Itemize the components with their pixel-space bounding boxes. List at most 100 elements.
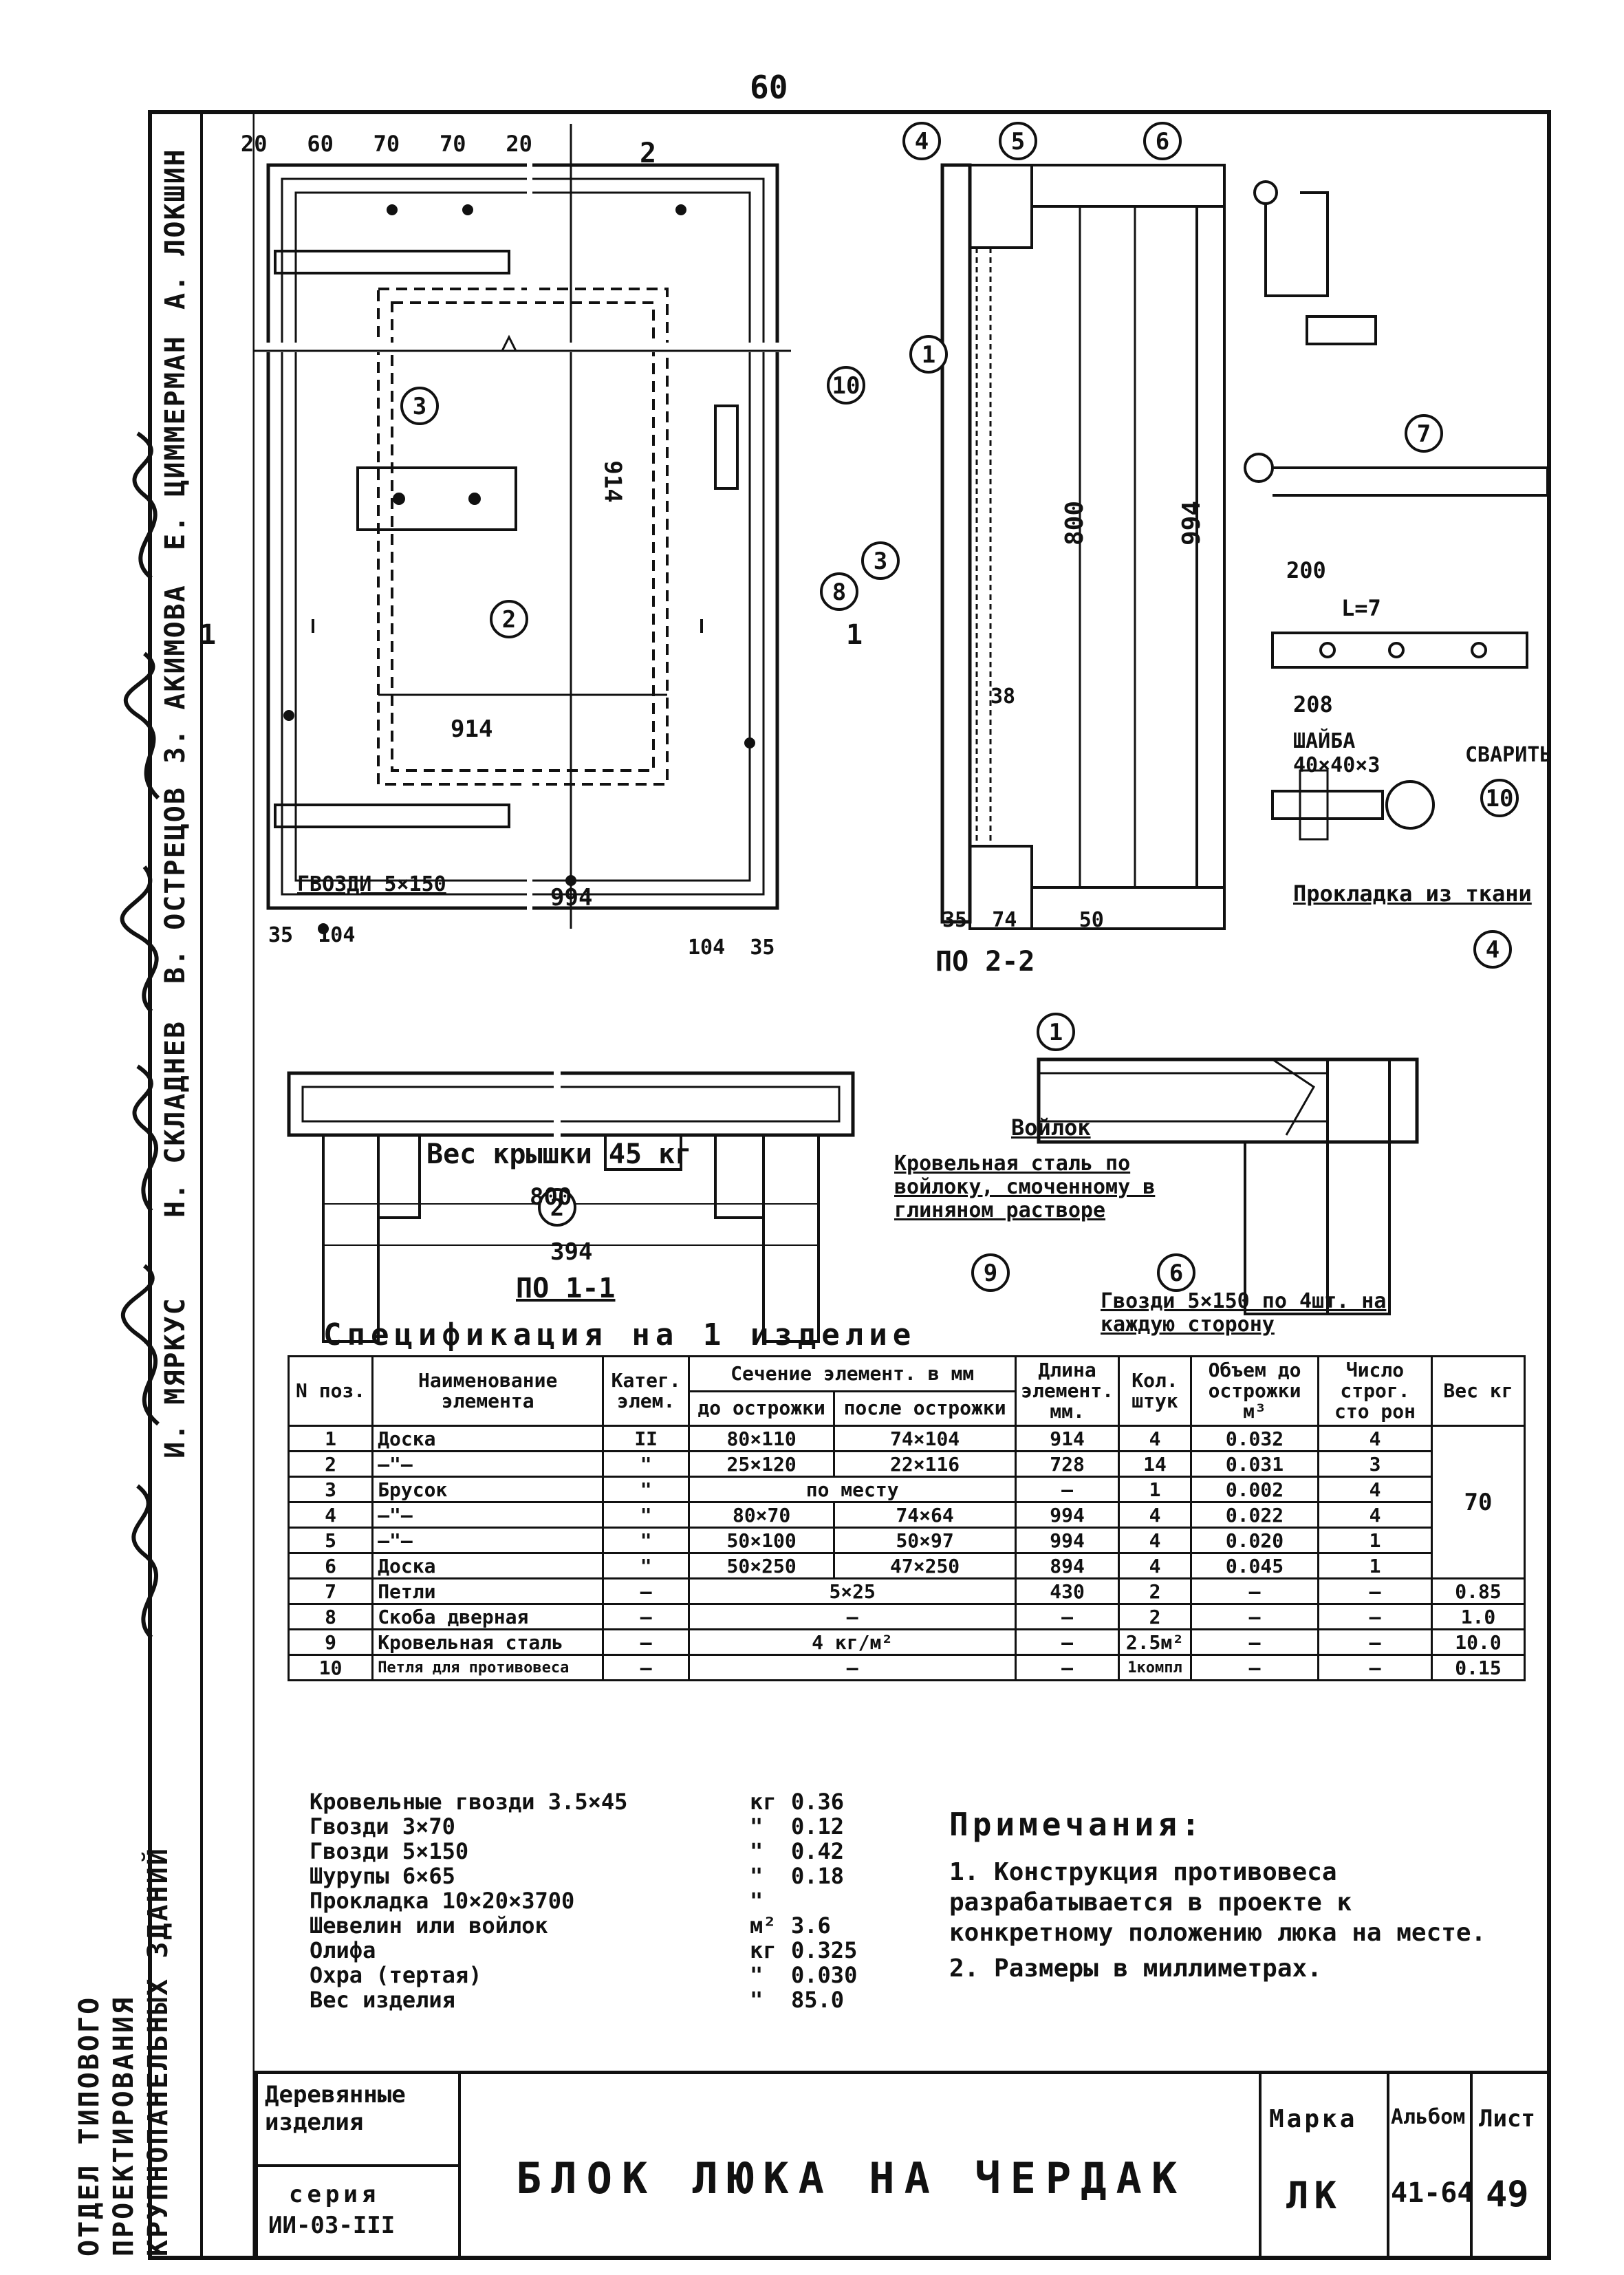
callout-6: 6 [1156,128,1169,155]
roof-steel-note: Кровельная сталь по войлоку, смоченному … [894,1152,1156,1222]
cell-qty: 2 [1118,1577,1192,1605]
section-1-1-title: ПО 1-1 [516,1273,616,1304]
cell-qty: 14 [1118,1450,1192,1478]
tb-sheet: 49 [1486,2174,1529,2215]
mat-name: Шурупы 6×65 [310,1863,455,1889]
name-lokshin: А. ЛОКШИН [160,148,191,310]
cell-name: —"— [371,1501,605,1529]
table-row: 5 —"— " 50×100 50×97 994 4 0.020 1 [287,1527,1525,1554]
cell-n: 3 [287,1476,374,1503]
cell-vol: 0.020 [1190,1527,1319,1554]
cell-len: 914 [1015,1425,1120,1452]
cell-before: 50×250 [688,1552,836,1579]
handwritten-signatures [120,431,160,1639]
cell-sides: — [1317,1628,1433,1656]
cell-vol: 0.031 [1190,1450,1319,1478]
spec-table: N поз. Наименование элемента Катег. элем… [287,1355,1526,1681]
cell-vol: — [1190,1628,1319,1656]
cell-sides: 1 [1317,1527,1433,1554]
org-name: ОТДЕЛ ТИПОВОГО ПРОЕКТИРОВАНИЯ КРУПНОПАНЕ… [72,1637,175,2256]
dim-top-2: 60 [307,131,334,157]
list-item: Шурупы 6×65"0.18 [310,1863,844,1889]
dim-top-3: 70 [373,131,400,157]
cell-cat: — [602,1654,691,1681]
mat-name: Шевелин или войлок [310,1912,548,1939]
list-item: Прокладка 10×20×3700" [310,1888,763,1914]
cell-weight-group: 70 [1431,1425,1526,1579]
cell-before: по месту [688,1476,1017,1503]
dim-914-h: 914 [451,715,493,743]
callout-1b: 1 [1049,1019,1063,1046]
cell-len: — [1015,1476,1120,1503]
cell-cat: " [602,1476,691,1503]
cell-len: 430 [1015,1577,1120,1605]
cell-name: —"— [371,1450,605,1478]
callout-5: 5 [1011,128,1025,155]
mat-unit: " [750,1888,764,1914]
cell-len: 728 [1015,1450,1120,1478]
cell-before: 50×100 [688,1527,836,1554]
cell-cat: II [602,1425,691,1452]
callout-4b: 4 [1486,936,1500,964]
s11-dim-104b: 104 [688,936,726,960]
cell-qty: 2 [1118,1603,1192,1630]
cell-qty: 1компл [1118,1654,1192,1681]
col-section: Сечение элемент. в мм [688,1355,1017,1392]
callout-7c: 7 [1417,420,1431,448]
cell-qty: 4 [1118,1425,1192,1452]
list-item: Охра (тертая)"0.030 [310,1962,857,1988]
mat-name: Олифа [310,1937,376,1963]
callout-8: 8 [832,579,846,606]
dim-top-1: 20 [241,131,268,157]
mat-unit: " [750,1863,764,1889]
lid-weight-label: Вес крышки 45 кг [426,1139,692,1170]
cell-len: 994 [1015,1527,1120,1554]
cell-n: 4 [287,1501,374,1529]
mat-name: Кровельные гвозди 3.5×45 [310,1789,628,1815]
col-before: до острожки [688,1390,836,1427]
tb-mark: ЛК [1286,2174,1343,2217]
section-mark-1-right: 1 [846,619,863,651]
s11-dim-104: 104 [318,923,356,947]
table-row: 1 Доска II 80×110 74×104 914 4 0.032 4 7… [287,1425,1526,1579]
cell-vol: — [1190,1654,1319,1681]
cell-w: 10.0 [1431,1628,1526,1656]
section-mark-1-left: 1 [199,619,217,651]
list-item: Гвозди 5×150"0.42 [310,1838,844,1864]
detail-nails-note: Гвозди 5×150 по 4шт. на каждую сторону [1101,1289,1387,1337]
section22-bottom-dims: 35 74 50 [942,908,1104,932]
callout-9: 9 [984,1260,997,1287]
tb-series-cell [255,2164,461,2260]
drawings: 7 3 2 7 10 8 1 3 4 5 6 7 10 1 4 2 9 6 [255,122,1549,1355]
s22-dim-250: 50 [1079,908,1104,932]
cell-name: Петля для противовеса [371,1654,605,1681]
cell-after: 74×104 [833,1425,1017,1452]
mat-val: 0.12 [791,1813,845,1840]
mat-unit: " [750,1962,764,1988]
cell-sides: 1 [1317,1552,1433,1579]
mat-unit: " [750,1813,764,1840]
table-row: 8 Скоба дверная — — — 2 — — 1.0 [287,1603,1526,1630]
callout-10: 10 [832,372,860,400]
mat-val: 85.0 [791,1987,845,2013]
tb-title: БЛОК ЛЮКА НА ЧЕРДАК [516,2153,1187,2203]
spec-title: Спецификация на 1 изделие [323,1317,917,1352]
cell-cat: " [602,1552,691,1579]
mat-unit: кг [750,1789,777,1815]
tb-series: ИИ-03-III [268,2212,396,2239]
cell-before: 25×120 [688,1450,836,1478]
table-row: 10 Петля для противовеса — — — 1компл — … [287,1654,1526,1681]
mat-val: 0.42 [791,1838,845,1864]
hinge-details [1244,180,1549,841]
section-2-2-title: ПО 2-2 [935,946,1035,978]
cell-vol: — [1190,1577,1319,1605]
joint-detail [1037,1057,1419,1315]
cell-sides: — [1317,1603,1433,1630]
cell-len: — [1015,1628,1120,1656]
hinge-washer-label: ШАЙБА 40×40×3 [1293,729,1380,777]
cell-sides: 4 [1317,1425,1433,1452]
felt-label: Войлок [1011,1114,1091,1141]
cell-name: Скоба дверная [371,1603,605,1630]
